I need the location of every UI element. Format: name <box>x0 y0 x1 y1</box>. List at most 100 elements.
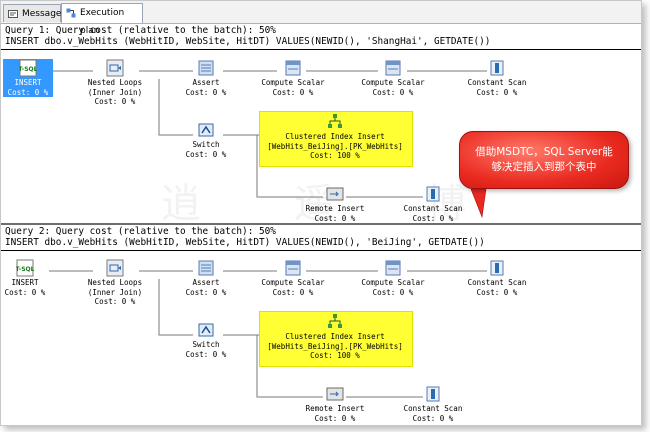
query2-compute-scalar-1-node[interactable]: Compute Scalar Cost: 0 % <box>257 259 329 297</box>
query1-statement: INSERT dbo.v_WebHits (WebHitID, WebSite,… <box>5 36 491 47</box>
switch-label: Switch <box>192 140 220 149</box>
query1-assert-node[interactable]: Assert Cost: 0 % <box>181 59 231 97</box>
clustered-index-insert-label: Clustered Index Insert <box>285 132 385 141</box>
insert-label: INSERT <box>11 278 39 287</box>
switch-icon <box>198 123 214 137</box>
query2-assert-node[interactable]: Assert Cost: 0 % <box>181 259 231 297</box>
switch-label: Switch <box>192 340 220 349</box>
query2-divider <box>1 250 641 251</box>
callout-line-1: 借助MSDTC，SQL Server能 <box>475 146 613 158</box>
assert-cost: Cost: 0 % <box>185 87 227 97</box>
nested-loops-icon <box>106 59 124 77</box>
remote-insert-label: Remote Insert <box>305 404 365 413</box>
query2-constant-scan-2-node[interactable]: Constant Scan Cost: 0 % <box>399 385 467 423</box>
assert-icon <box>198 260 214 276</box>
query2-switch-node[interactable]: Switch Cost: 0 % <box>181 321 231 359</box>
compute-scalar-icon <box>385 60 401 76</box>
query1-nested-loops-node[interactable]: Nested Loops (Inner Join) Cost: 0 % <box>81 59 149 107</box>
query2-insert-node[interactable]: T-SQL INSERT Cost: 0 % <box>3 259 47 297</box>
insert-cost: Cost: 0 % <box>7 87 49 97</box>
clustered-index-insert-target: [WebHits_BeiJing].[PK_WebHits] <box>267 341 403 351</box>
compute-scalar-cost: Cost: 0 % <box>372 87 414 97</box>
query2-constant-scan-1-node[interactable]: Constant Scan Cost: 0 % <box>463 259 531 297</box>
compute-scalar-cost: Cost: 0 % <box>272 87 314 97</box>
remote-insert-cost: Cost: 0 % <box>314 413 356 423</box>
query-separator <box>1 223 641 225</box>
compute-scalar-cost: Cost: 0 % <box>272 287 314 297</box>
constant-scan-cost: Cost: 0 % <box>412 213 454 223</box>
svg-text:T-SQL: T-SQL <box>16 266 34 273</box>
compute-scalar-label: Compute Scalar <box>261 78 325 87</box>
remote-insert-label: Remote Insert <box>305 204 365 213</box>
clustered-index-insert-target: [WebHits_BeiJing].[PK_WebHits] <box>267 141 403 151</box>
switch-cost: Cost: 0 % <box>185 349 227 359</box>
clustered-index-insert-icon <box>328 314 342 328</box>
nested-loops-cost: Cost: 0 % <box>94 97 136 106</box>
remote-insert-cost: Cost: 0 % <box>314 213 356 223</box>
svg-text:T-SQL: T-SQL <box>19 66 37 73</box>
compute-scalar-icon <box>285 260 301 276</box>
query1-insert-node[interactable]: T-SQL INSERT Cost: 0 % <box>3 59 53 97</box>
query1-remote-insert-node[interactable]: Remote Insert Cost: 0 % <box>299 185 371 223</box>
annotation-callout: 借助MSDTC，SQL Server能 够决定插入到那个表中 <box>459 131 629 189</box>
tab-execution-plan-label: Execution plan <box>80 8 125 36</box>
compute-scalar-label: Compute Scalar <box>261 278 325 287</box>
sql-insert-icon: T-SQL <box>19 59 37 77</box>
query2-compute-scalar-2-node[interactable]: Compute Scalar Cost: 0 % <box>357 259 429 297</box>
tab-messages-label: Messages <box>22 9 67 19</box>
watermark: 逍 遥 博 <box>161 181 507 227</box>
nested-loops-sub: (Inner Join) <box>87 87 143 97</box>
compute-scalar-icon <box>385 260 401 276</box>
tab-execution-plan[interactable]: Execution plan <box>61 3 143 36</box>
messages-icon <box>8 10 18 18</box>
nested-loops-icon <box>106 259 124 277</box>
nested-loops-cost: Cost: 0 % <box>94 297 136 306</box>
callout-pointer <box>470 188 487 219</box>
compute-scalar-label: Compute Scalar <box>361 278 425 287</box>
query1-compute-scalar-2-node[interactable]: Compute Scalar Cost: 0 % <box>357 59 429 97</box>
query2-remote-insert-node[interactable]: Remote Insert Cost: 0 % <box>299 385 371 423</box>
constant-scan-cost: Cost: 0 % <box>412 413 454 423</box>
query1-compute-scalar-1-node[interactable]: Compute Scalar Cost: 0 % <box>257 59 329 97</box>
constant-scan-icon <box>490 60 504 76</box>
constant-scan-icon <box>490 260 504 276</box>
remote-insert-icon <box>326 187 344 201</box>
constant-scan-cost: Cost: 0 % <box>476 287 518 297</box>
nested-loops-label: Nested Loops <box>87 78 143 87</box>
insert-cost: Cost: 0 % <box>4 287 46 297</box>
sql-insert-icon: T-SQL <box>16 259 34 277</box>
query1-header: Query 1: Query cost (relative to the bat… <box>5 25 276 36</box>
execution-plan-window: Messages Execution plan 逍 遥 博 <box>0 0 642 426</box>
constant-scan-label: Constant Scan <box>467 78 527 87</box>
nested-loops-sub: (Inner Join) <box>87 287 143 297</box>
assert-label: Assert <box>192 78 220 87</box>
compute-scalar-label: Compute Scalar <box>361 78 425 87</box>
execution-plan-icon <box>66 8 76 18</box>
query1-clustered-index-insert-node[interactable]: Clustered Index Insert [WebHits_BeiJing]… <box>261 113 409 161</box>
query2-clustered-index-insert-node[interactable]: Clustered Index Insert [WebHits_BeiJing]… <box>261 313 409 361</box>
constant-scan-label: Constant Scan <box>403 404 463 413</box>
constant-scan-label: Constant Scan <box>467 278 527 287</box>
results-tab-bar: Messages Execution plan <box>1 1 641 36</box>
clustered-index-insert-label: Clustered Index Insert <box>285 332 385 341</box>
query2-statement: INSERT dbo.v_WebHits (WebHitID, WebSite,… <box>5 237 485 248</box>
query1-constant-scan-1-node[interactable]: Constant Scan Cost: 0 % <box>463 59 531 97</box>
constant-scan-label: Constant Scan <box>403 204 463 213</box>
switch-icon <box>198 323 214 337</box>
remote-insert-icon <box>326 387 344 401</box>
query1-switch-node[interactable]: Switch Cost: 0 % <box>181 121 231 159</box>
clustered-index-insert-cost: Cost: 100 % <box>310 151 360 160</box>
assert-cost: Cost: 0 % <box>185 287 227 297</box>
query1-constant-scan-2-node[interactable]: Constant Scan Cost: 0 % <box>399 185 467 223</box>
compute-scalar-icon <box>285 60 301 76</box>
query2-header: Query 2: Query cost (relative to the bat… <box>5 226 276 237</box>
tab-messages[interactable]: Messages <box>3 4 66 22</box>
constant-scan-cost: Cost: 0 % <box>476 87 518 97</box>
query2-highlight <box>259 311 413 367</box>
assert-icon <box>198 60 214 76</box>
clustered-index-insert-cost: Cost: 100 % <box>310 351 360 360</box>
constant-scan-icon <box>426 186 440 202</box>
query2-nested-loops-node[interactable]: Nested Loops (Inner Join) Cost: 0 % <box>81 259 149 307</box>
compute-scalar-cost: Cost: 0 % <box>372 287 414 297</box>
insert-label: INSERT <box>14 78 42 87</box>
